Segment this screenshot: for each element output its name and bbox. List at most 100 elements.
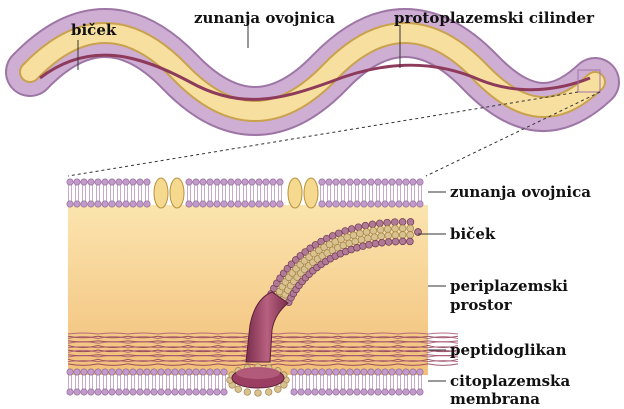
- flagellin-subunit: [369, 221, 376, 228]
- lipid-head: [389, 179, 395, 185]
- flagellin-subunit: [407, 219, 414, 226]
- flagellin-subunit: [384, 226, 391, 233]
- flagellin-subunit: [407, 238, 414, 245]
- flagellin-subunit: [399, 225, 406, 232]
- porin-2b: [304, 178, 318, 208]
- lipid-head: [130, 369, 136, 375]
- lipid-head: [417, 179, 423, 185]
- flagellin-subunit: [407, 232, 414, 239]
- lipid-head: [361, 179, 367, 185]
- lipid-head: [193, 389, 199, 395]
- lipid-head: [116, 389, 122, 395]
- lipid-head: [298, 369, 304, 375]
- lipid-head: [116, 369, 122, 375]
- lipid-head: [123, 389, 129, 395]
- lipid-head: [354, 389, 360, 395]
- lipid-head: [130, 201, 136, 207]
- label-protoplazemski: protoplazemski cilinder: [394, 9, 595, 27]
- lipid-head: [109, 179, 115, 185]
- lipid-head: [172, 369, 178, 375]
- lipid-head: [186, 179, 192, 185]
- lipid-head: [81, 369, 87, 375]
- lipid-head: [228, 201, 234, 207]
- flagellin-subunit: [376, 220, 383, 227]
- lipid-head: [361, 369, 367, 375]
- lipid-head: [347, 369, 353, 375]
- lipid-head: [193, 201, 199, 207]
- lipid-head: [277, 179, 283, 185]
- lipid-head: [172, 389, 178, 395]
- flagellin-subunit: [399, 231, 406, 238]
- flagellin-subunit: [379, 239, 386, 246]
- flagellin-subunit: [350, 232, 357, 239]
- porin-1a: [154, 178, 168, 208]
- lipid-head: [109, 201, 115, 207]
- lipid-head: [361, 201, 367, 207]
- lipid-head: [326, 369, 332, 375]
- lipid-head: [347, 389, 353, 395]
- lipid-head: [340, 201, 346, 207]
- lipid-head: [95, 369, 101, 375]
- lipid-head: [109, 369, 115, 375]
- envelope-detail: [67, 178, 458, 396]
- label-bicek-detail: biček: [450, 225, 496, 243]
- lipid-head: [375, 389, 381, 395]
- lipid-head: [207, 201, 213, 207]
- lipid-head: [200, 179, 206, 185]
- flagellin-subunit: [342, 228, 349, 235]
- lipid-head: [214, 389, 220, 395]
- lipid-head: [186, 389, 192, 395]
- lipid-head: [165, 369, 171, 375]
- flagellin-subunit: [392, 225, 399, 232]
- lipid-head: [354, 179, 360, 185]
- lipid-head: [144, 369, 150, 375]
- label-citoplazemska-1: citoplazemska: [450, 372, 570, 390]
- lipid-head: [137, 369, 143, 375]
- lipid-head: [326, 389, 332, 395]
- lipid-head: [207, 369, 213, 375]
- label-zunanja-top: zunanja ovojnica: [194, 9, 335, 27]
- lipid-head: [102, 369, 108, 375]
- lipid-head: [193, 179, 199, 185]
- lipid-head: [235, 179, 241, 185]
- lipid-head: [319, 389, 325, 395]
- flagellin-subunit: [407, 225, 414, 232]
- label-citoplazemska-2: membrana: [450, 390, 540, 408]
- lipid-head: [102, 201, 108, 207]
- porin-1b: [170, 178, 184, 208]
- lipid-head: [368, 389, 374, 395]
- lipid-head: [144, 179, 150, 185]
- lipid-head: [88, 369, 94, 375]
- lipid-head: [193, 369, 199, 375]
- lipid-head: [81, 389, 87, 395]
- lipid-head: [214, 369, 220, 375]
- lipid-head: [221, 389, 227, 395]
- lipid-head: [403, 369, 409, 375]
- lipid-head: [277, 201, 283, 207]
- lipid-head: [368, 201, 374, 207]
- lipid-head: [88, 201, 94, 207]
- lipid-head: [165, 389, 171, 395]
- flagellin-subunit: [372, 240, 379, 247]
- porin-2a: [288, 178, 302, 208]
- flagellin-subunit: [378, 233, 385, 240]
- lipid-head: [88, 179, 94, 185]
- lipid-head: [347, 179, 353, 185]
- flagellin-subunit: [371, 234, 378, 241]
- flagellin-subunit: [357, 230, 364, 237]
- lipid-head: [95, 179, 101, 185]
- lipid-head: [326, 179, 332, 185]
- flagellin-subunit: [344, 234, 351, 241]
- lipid-head: [81, 201, 87, 207]
- lipid-head: [137, 201, 143, 207]
- lipid-head: [221, 201, 227, 207]
- lipid-head: [347, 201, 353, 207]
- lipid-head: [382, 179, 388, 185]
- lipid-head: [291, 369, 297, 375]
- lipid-head: [81, 179, 87, 185]
- lipid-head: [403, 201, 409, 207]
- lipid-head: [382, 369, 388, 375]
- lipid-head: [186, 369, 192, 375]
- lipid-head: [305, 369, 311, 375]
